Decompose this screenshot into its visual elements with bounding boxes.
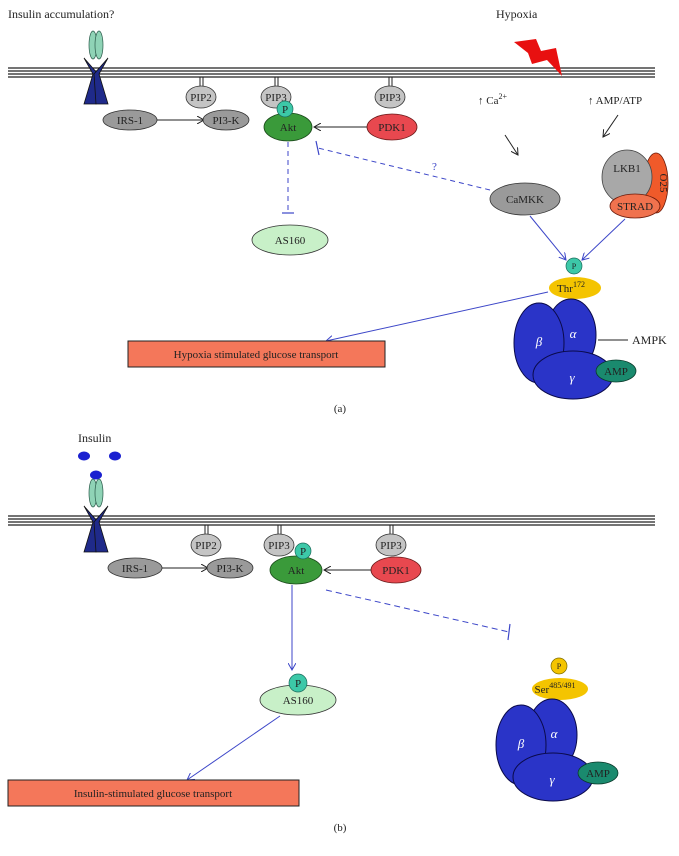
svg-text:P: P [572,262,577,271]
camkk-inhibits-akt-a [315,140,491,191]
svg-text:α: α [570,326,578,341]
thr172-site: Thr172 [549,277,601,299]
hypoxia-transport-box: Hypoxia stimulated glucose transport [127,340,386,368]
svg-text:AS160: AS160 [283,695,314,707]
insulin-transport-box: Insulin-stimulated glucose transport [7,779,300,807]
svg-text:β: β [535,334,543,349]
caption-b: (b) [334,822,347,834]
svg-text:α: α [551,726,559,741]
svg-text:IRS-1: IRS-1 [117,115,143,127]
svg-text:P: P [557,662,562,671]
svg-text:β: β [517,736,525,751]
svg-text:Akt: Akt [280,122,297,134]
pdk1-node-b: PDK1 [370,556,422,584]
pi3k-node-b: PI3-K [206,557,254,579]
amp-to-lkb1-arrow [603,114,619,137]
amp-atp-label: ↑ AMP/ATP [588,95,642,107]
akt-phospho-a: P [276,100,294,118]
svg-text:PIP2: PIP2 [190,92,211,104]
irs1-node-b: IRS-1 [107,557,163,579]
pip3-pdk-node-b: PIP3 [375,533,407,557]
pip2-node-a: PIP2 [185,85,217,109]
svg-text:STRAD: STRAD [617,201,653,213]
svg-text:LKB1: LKB1 [613,163,641,175]
svg-text:PIP2: PIP2 [195,540,216,552]
svg-text:P: P [282,104,288,116]
svg-text:AMP: AMP [604,366,628,378]
akt-inhibits-ampk-b [325,589,511,641]
ampk-to-transport-arrow [326,291,549,341]
svg-text:γ: γ [549,772,555,787]
panel-b: Insulin PIP2 [7,431,655,834]
ser485-site: Ser485/491 [532,678,588,700]
svg-text:Thr172: Thr172 [557,280,585,295]
svg-text:IRS-1: IRS-1 [122,563,148,575]
pip2-node-b: PIP2 [190,533,222,557]
pip3-akt-node-b: PIP3 [263,533,295,557]
panel-a-title: Insulin accumulation? [8,7,114,21]
question-mark: ? [432,161,437,173]
as160-phospho: P [288,673,308,693]
lipid-anchors-a [199,77,393,86]
pip3-pdk-node-a: PIP3 [374,85,406,109]
lightning-icon [514,39,562,76]
insulin-molecules [78,451,121,461]
ca-to-camkk-arrow [504,134,518,155]
akt-node-a: Akt [263,112,313,142]
caption-a: (a) [334,403,347,415]
svg-text:P: P [295,678,301,690]
irs1-node-a: IRS-1 [102,109,158,131]
svg-text:Ser485/491: Ser485/491 [535,681,576,696]
svg-text:γ: γ [569,370,575,385]
akt-phospho-b: P [294,542,312,560]
hypoxia-label: Hypoxia [496,7,538,21]
panel-a: Insulin accumulation? Hypoxia PIP2 [8,7,669,415]
svg-text:PDK1: PDK1 [378,122,406,134]
svg-text:O25: O25 [657,174,669,193]
svg-text:PI3-K: PI3-K [217,563,244,575]
svg-text:PDK1: PDK1 [382,565,410,577]
camkk-to-ampk-arrow [529,215,566,260]
svg-text:AMP: AMP [586,768,610,780]
svg-text:PIP3: PIP3 [380,540,402,552]
as160-to-transport-arrow [187,715,281,780]
ampk-complex-a: α β γ AMP [513,298,637,400]
lkb1-to-ampk-arrow [582,218,626,260]
svg-text:AS160: AS160 [275,235,306,247]
svg-text:Akt: Akt [288,565,305,577]
svg-text:CaMKK: CaMKK [506,194,544,206]
lkb1-complex: O25 LKB1 STRAD [601,149,669,219]
svg-text:Insulin-stimulated glucose tra: Insulin-stimulated glucose transport [74,788,232,800]
insulin-receptor-b [83,470,109,553]
panel-b-title: Insulin [78,431,111,445]
svg-text:Hypoxia stimulated glucose tra: Hypoxia stimulated glucose transport [174,349,339,361]
svg-text:PIP3: PIP3 [268,540,290,552]
thr172-phospho: P [565,257,583,275]
svg-text:PIP3: PIP3 [379,92,401,104]
as160-node-a: AS160 [251,224,329,256]
pdk1-node-a: PDK1 [366,113,418,141]
akt-node-b: Akt [269,555,323,585]
svg-text:PIP3: PIP3 [265,92,287,104]
ampk-complex-b: α β γ AMP [495,698,619,802]
cell-membrane-b [8,515,655,526]
ca-label: ↑ Ca2+ [478,92,507,107]
svg-text:PI3-K: PI3-K [213,115,240,127]
insulin-receptor-a [83,30,109,105]
pi3k-node-a: PI3-K [202,109,250,131]
ser485-phospho: P [550,657,568,675]
camkk-node-a: CaMKK [489,182,561,216]
akt-inhibits-as160-a [282,142,294,214]
cell-membrane-a [8,67,655,78]
lipid-anchors-b [204,525,394,534]
svg-text:P: P [300,546,306,558]
ampk-label: AMPK [632,333,667,347]
